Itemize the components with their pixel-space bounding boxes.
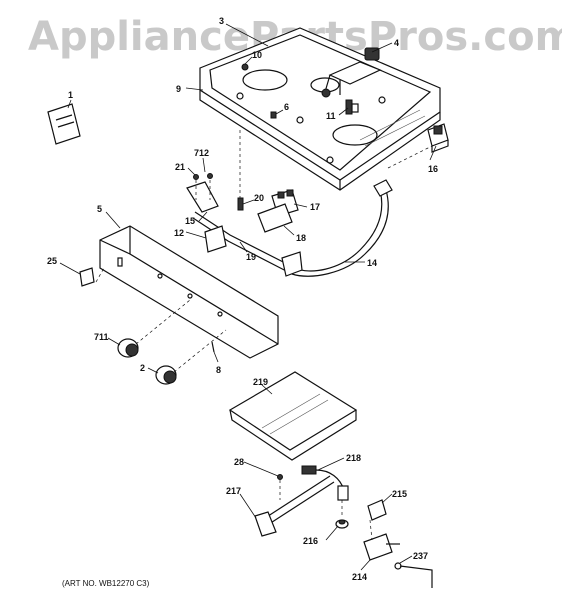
callout-17: 17 (310, 202, 320, 212)
callout-labels: 3 4 10 9 6 11 1 16 712 21 20 17 15 18 12… (47, 16, 438, 582)
knob-2 (155, 365, 177, 385)
callout-216: 216 (303, 536, 318, 546)
callout-5: 5 (97, 204, 102, 214)
callout-712: 712 (194, 148, 209, 158)
callout-237: 237 (413, 551, 428, 561)
callout-217: 217 (226, 486, 241, 496)
control-panel (99, 225, 279, 359)
callout-9: 9 (176, 84, 181, 94)
electrode-218 (301, 465, 349, 501)
callout-21: 21 (175, 162, 185, 172)
callout-10: 10 (252, 50, 262, 60)
connector-16 (427, 123, 449, 153)
callout-6: 6 (284, 102, 289, 112)
callout-2: 2 (140, 363, 145, 373)
clip-25 (79, 267, 95, 287)
bracket-215 (367, 499, 387, 521)
igniter-assembly (321, 47, 382, 98)
knob-711 (117, 338, 139, 358)
alignment-lines (95, 130, 433, 541)
art-number-caption: (ART NO. WB12270 C3) (62, 579, 150, 588)
callout-16: 16 (428, 164, 438, 174)
screw-10 (241, 63, 249, 71)
screw-21 (193, 174, 199, 180)
bracket-11 (345, 99, 359, 115)
screw-712 (207, 173, 213, 179)
callout-1: 1 (68, 90, 73, 100)
valve-214 (363, 533, 400, 561)
valve-bracket (186, 181, 303, 277)
callout-219: 219 (253, 377, 268, 387)
tube-fitting (394, 562, 402, 570)
burner-shield-219 (228, 371, 358, 461)
callout-18: 18 (296, 233, 306, 243)
tube-237 (399, 565, 433, 588)
callout-25: 25 (47, 256, 57, 266)
callout-15: 15 (185, 216, 195, 226)
callout-214: 214 (352, 572, 367, 582)
bracket-18 (257, 203, 293, 233)
leader-lines (59, 23, 437, 571)
callout-218: 218 (346, 453, 361, 463)
screw-6 (270, 111, 277, 119)
callout-11: 11 (326, 111, 336, 121)
callout-14: 14 (367, 258, 377, 268)
callout-8: 8 (216, 365, 221, 375)
callout-20: 20 (254, 193, 264, 203)
nut-216 (335, 519, 349, 529)
callout-28: 28 (234, 457, 244, 467)
manual-1 (47, 103, 81, 145)
callout-19: 19 (246, 252, 256, 262)
callout-4: 4 (394, 38, 399, 48)
burner-tube-217 (254, 475, 335, 537)
burner-box (199, 27, 441, 191)
callout-12: 12 (174, 228, 184, 238)
screw-28 (277, 474, 283, 480)
screw-8 (211, 341, 215, 353)
callout-3: 3 (219, 16, 224, 26)
callout-711: 711 (94, 332, 109, 342)
callout-215: 215 (392, 489, 407, 499)
